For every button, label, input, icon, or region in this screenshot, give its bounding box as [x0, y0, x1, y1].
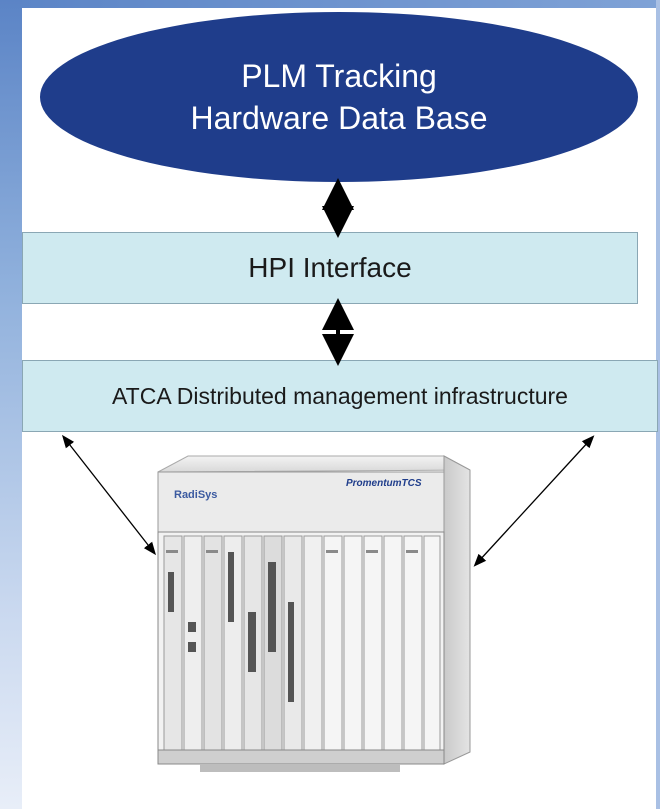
- chassis-product-label: PromentumTCS: [346, 478, 422, 489]
- hpi-interface-label: HPI Interface: [248, 252, 412, 283]
- slide-frame-right: [656, 0, 660, 809]
- atca-infrastructure-label: ATCA Distributed management infrastructu…: [112, 382, 568, 409]
- plm-database-title-line1: PLM Tracking: [241, 58, 437, 94]
- plm-database-ellipse: PLM Tracking Hardware Data Base: [40, 12, 638, 182]
- slide-frame-top: [0, 0, 660, 8]
- hpi-interface-box: HPI Interface: [22, 232, 638, 304]
- atca-chassis-left-arrow: [61, 434, 157, 556]
- atca-chassis-right-arrow: [473, 435, 595, 567]
- chassis-brand-label: RadiSys: [174, 489, 217, 501]
- slide-frame-left: [0, 0, 22, 809]
- plm-database-title-line2: Hardware Data Base: [190, 100, 488, 136]
- atca-chassis-image: RadiSys PromentumTCS: [140, 452, 480, 779]
